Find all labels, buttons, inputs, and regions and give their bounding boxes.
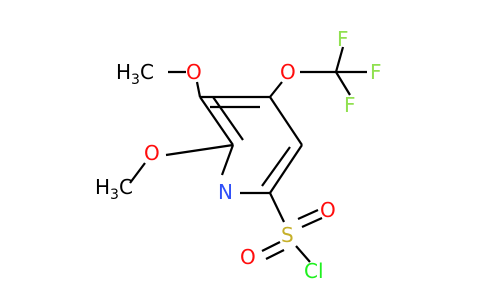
bond-c5-c6-inner — [261, 146, 291, 187]
bond-s-o2b — [265, 249, 285, 260]
bond-c3-o — [195, 81, 202, 98]
methyl-left-h: H — [95, 175, 110, 199]
bond-c5-c6 — [269, 144, 303, 194]
atom-o-methoxy-top: O — [186, 60, 202, 84]
atom-o-trifluoromethoxy: O — [280, 60, 296, 84]
atom-cl: Cl — [304, 259, 324, 283]
bond-n-c2 — [220, 144, 235, 176]
methyl-top-sub: 3 — [131, 72, 140, 88]
methyl-left-c: C — [119, 175, 133, 199]
methyl-left-sub: 3 — [110, 187, 119, 203]
bond-c2-c3-inner — [212, 96, 244, 141]
bond-o-me2 — [129, 162, 146, 184]
bond-s-o2 — [261, 241, 281, 252]
atom-f-3: F — [344, 93, 356, 117]
methyl-top-h: H — [116, 60, 131, 84]
methyl-top-c: C — [140, 60, 154, 84]
bond-c2-o — [165, 143, 234, 157]
bond-c-f1 — [334, 46, 345, 73]
bond-s-o1 — [297, 208, 319, 221]
methyl-top: H3C — [116, 60, 154, 88]
atom-f-2: F — [370, 60, 382, 84]
atom-n-ring: N — [218, 180, 233, 204]
bond-c2-c3 — [199, 96, 234, 146]
methyl-left: H3C — [95, 175, 133, 203]
bond-c-f3 — [335, 71, 351, 96]
atom-s: S — [281, 223, 294, 247]
atom-f-1: F — [337, 27, 349, 51]
bond-c6-s — [269, 192, 285, 223]
atom-o-sulfonyl-1: O — [320, 198, 336, 222]
atom-o-methoxy-left: O — [144, 141, 160, 165]
bond-s-o1b — [301, 216, 323, 229]
bond-c4-o — [269, 81, 283, 98]
atom-o-sulfonyl-2: O — [240, 245, 256, 269]
bond-c4-c5 — [269, 96, 303, 146]
bond-s-cl — [295, 245, 311, 263]
